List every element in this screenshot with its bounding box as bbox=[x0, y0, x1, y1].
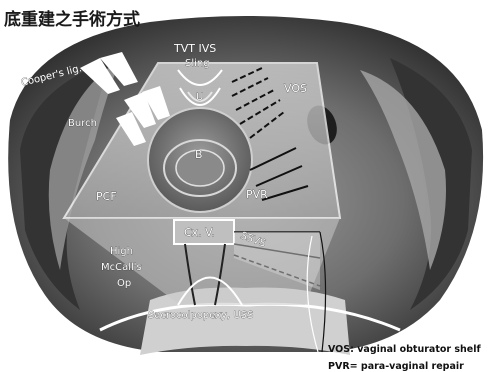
label-tvt-ivs: TVT IVS bbox=[173, 42, 216, 55]
label-b: B bbox=[195, 148, 203, 161]
label-op: Op bbox=[117, 278, 131, 289]
label-cx-v: Cx. V. bbox=[184, 226, 215, 239]
label-uss: Sacrocolpopexy, USS bbox=[148, 310, 253, 321]
legend-pvr: PVR= para-vaginal repair bbox=[328, 361, 464, 372]
label-high: High bbox=[110, 246, 133, 257]
page-title: 底重建之手術方式 bbox=[4, 9, 140, 30]
legend-vos: VOS: vaginal obturator shelf bbox=[328, 344, 482, 355]
label-sling: Sling bbox=[185, 58, 210, 69]
label-burch: Burch bbox=[68, 118, 97, 129]
label-u: U bbox=[196, 92, 203, 103]
label-mccalls: McCall's bbox=[101, 262, 142, 273]
label-vos: VOS bbox=[284, 82, 307, 95]
label-pvr: PVR bbox=[246, 188, 268, 201]
label-pcf: PCF bbox=[96, 190, 117, 203]
